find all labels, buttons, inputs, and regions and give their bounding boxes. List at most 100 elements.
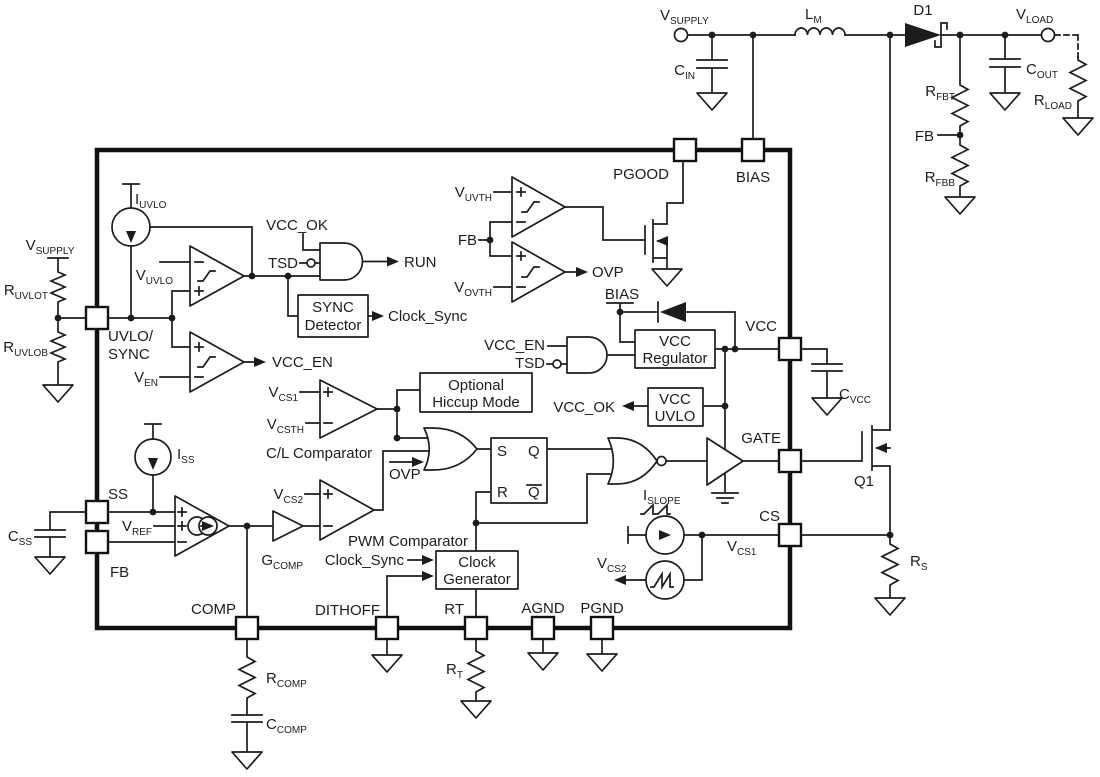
pin-label-uvlo-1: UVLO/ [108,328,154,345]
ic-boundary [94,147,793,631]
resistor-rs [800,534,900,598]
pin-label-uvlo-2: SYNC [108,346,150,363]
vcs2-label-2: VCS2 [597,555,627,575]
fb-node-label: FB [915,128,934,145]
vuvlo-label: VUVLO [136,267,173,287]
iss-label: ISS [177,446,195,466]
rfbb-label: RFBB [925,169,956,189]
comp-network [231,638,263,752]
error-amp-signs [177,507,187,543]
latch-qbar: Q [528,484,540,501]
vcc-ok-label-1: VCC_OK [266,217,328,234]
cap-cout [989,34,1021,93]
pin-label-pgood: PGOOD [613,166,669,183]
vcc-regulator-block [634,329,716,369]
ruvlot-label: RUVLOT [4,282,48,302]
pin-label-cs: CS [759,508,780,525]
resistor-rload [1068,56,1088,118]
sync-detector-text-1: SYNC [312,299,354,316]
run-and-gate [319,242,364,281]
clock-sync-label-2: Clock_Sync [325,552,405,569]
hysteresis-uvth [521,201,540,213]
pin-ss [84,499,110,525]
run-arrow [387,256,399,267]
hiccup-text-1: Optional [448,377,504,394]
resistor-rt [466,638,486,702]
vcs1-label-2: VCS1 [727,538,757,558]
pin-fb [84,529,110,555]
en-comparator [189,331,245,393]
grounds [34,92,1094,770]
clock-gen-text-1: Clock [458,554,496,571]
vsupply-left-label: VSUPPLY [26,237,75,257]
dashed-load-wire [1054,34,1079,58]
vcc-en-arrow [254,357,266,367]
hysteresis-ovth [521,266,540,278]
ovth-comparator [511,241,566,303]
latch-q: Q [528,443,540,460]
pin-agnd [530,615,556,641]
cl-comparator [319,379,378,439]
external-bottom-wires [231,638,603,752]
pin-label-dithoff: DITHOFF [315,602,380,619]
vload-label: VLOAD [1016,6,1053,26]
vcc-en-label-2: VCC_EN [484,337,545,354]
vcsth-label: VCSTH [267,416,304,436]
lm-label: LM [805,6,822,26]
q1-label: Q1 [854,473,874,490]
labels: VSUPPLY CIN LM D1 VLOAD COUT RFBT FB RFB… [3,2,1072,736]
mosfet-q1 [800,425,891,536]
current-sources [111,207,685,600]
pgood-body-arrow [656,236,668,246]
vsupply-terminal [673,27,689,43]
pin-pgnd [589,615,615,641]
vcc-uvlo-text-2: UVLO [655,408,696,425]
tsd-label-1: TSD [268,255,298,272]
fb-divider [937,34,970,197]
pwm-comparator-label: PWM Comparator [348,533,468,550]
cap-css [34,511,87,557]
pin-cs [777,522,803,548]
uvlo-comparator [189,245,245,307]
slope-comp-wires [616,502,780,581]
cl-comparator-label: C/L Comparator [266,445,372,462]
logic-gates [306,242,667,485]
pin-label-ss: SS [108,486,128,503]
vcc-ok-arrow [622,401,634,411]
pin-bias [740,137,766,163]
pin-label-vcc: VCC [745,318,777,335]
nor-gate [607,437,658,485]
vcc-uvlo-text-1: VCC [659,391,691,408]
ruvlob-label: RUVLOB [3,339,48,359]
pin-comp [234,615,260,641]
rfbt-label: RFBT [925,83,955,103]
function-blocks [297,294,716,590]
tsd-invert-bubble-2 [552,359,562,369]
diodes [657,22,948,323]
cvcc-label: CVCC [839,386,871,406]
gate-driver [706,437,744,486]
fb-comp-label: FB [458,232,477,249]
run-gate-wires [299,233,397,264]
clock-gen-text-2: Generator [443,571,511,588]
tsd-invert-bubble [306,258,316,268]
islope-label: ISLOPE [643,487,681,507]
cl-comp-signs [323,387,333,424]
iss-source [134,438,172,476]
pin-dithoff [374,615,400,641]
clock-generator-block [435,550,519,590]
bias-net-label: BIAS [605,286,639,303]
pin-pgood [672,137,698,163]
iuvlo-source [111,207,151,247]
external-top-wires [687,27,1088,431]
cin-label: CIN [674,62,695,82]
vcc-uvlo-block [647,387,704,427]
pwm-comparator [319,479,375,541]
pin-label-agnd: AGND [521,600,565,617]
vcc-en-label-1: VCC_EN [272,354,333,371]
sync-detector-block [297,294,369,338]
hysteresis-uvlo [197,270,216,282]
vcs2-ramp-source [645,560,685,600]
diode-d1 [905,23,941,47]
